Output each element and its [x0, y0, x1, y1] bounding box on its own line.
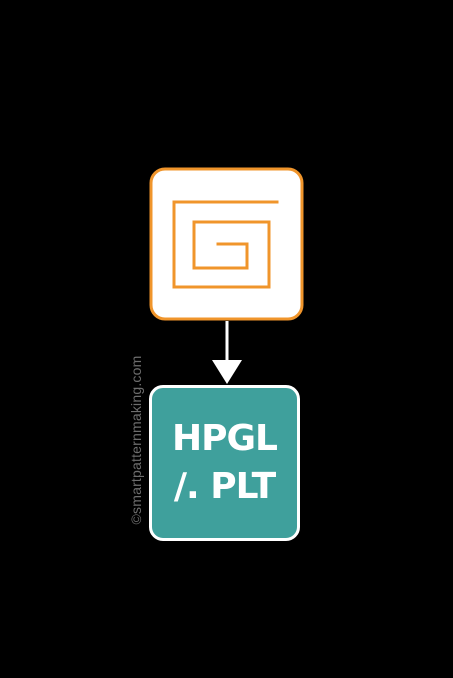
output-format-line1: HPGL: [171, 418, 278, 459]
spiral-pattern-icon: [172, 200, 279, 289]
output-format-node: HPGL /. PLT: [149, 385, 300, 541]
output-format-line2: /. PLT: [173, 466, 276, 507]
copyright-watermark: ©smartpatternmaking.com: [128, 355, 144, 525]
flow-arrow: [212, 321, 242, 384]
